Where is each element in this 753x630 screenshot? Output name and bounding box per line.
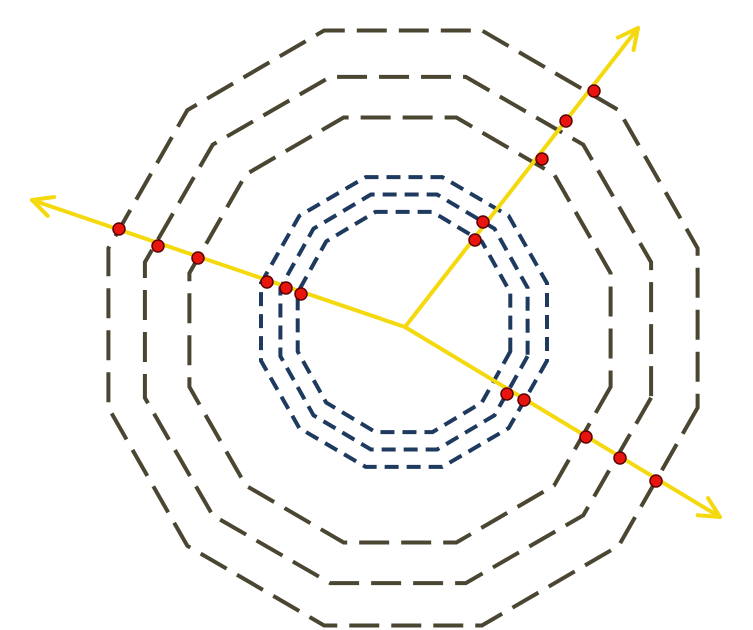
track-left xyxy=(30,198,407,329)
hit-3-4 xyxy=(613,451,627,465)
outer-ring-1 xyxy=(106,28,700,628)
track-hits xyxy=(112,84,663,488)
inner-ring-1 xyxy=(259,175,549,469)
track-lower-right-arrowhead xyxy=(695,496,722,519)
hit-1-4 xyxy=(559,114,573,128)
outer-ring-3 xyxy=(187,115,613,545)
particle-tracks xyxy=(30,26,722,519)
hit-3-1 xyxy=(500,387,514,401)
hit-1-5 xyxy=(587,84,601,98)
hit-2-4 xyxy=(191,251,205,265)
inner-ring-3 xyxy=(295,209,513,435)
hit-2-2 xyxy=(279,281,293,295)
inner-detector-rings xyxy=(259,175,549,469)
hit-2-1 xyxy=(294,287,308,301)
hit-1-3 xyxy=(535,152,549,166)
hit-3-5 xyxy=(649,474,663,488)
inner-ring-2 xyxy=(278,192,530,452)
hit-2-3 xyxy=(260,275,274,289)
hit-3-3 xyxy=(579,430,593,444)
track-upper-right xyxy=(403,26,640,329)
outer-ring-2 xyxy=(142,74,654,586)
track-upper-right-arrowhead xyxy=(615,26,640,52)
hit-2-5 xyxy=(151,239,165,253)
hit-1-1 xyxy=(468,233,482,247)
track-left-arrowhead xyxy=(30,194,57,218)
hit-1-2 xyxy=(476,215,490,229)
hit-2-6 xyxy=(112,222,126,236)
track-lower-right xyxy=(403,325,722,519)
outer-detector-rings xyxy=(106,28,700,628)
hit-3-2 xyxy=(517,393,531,407)
